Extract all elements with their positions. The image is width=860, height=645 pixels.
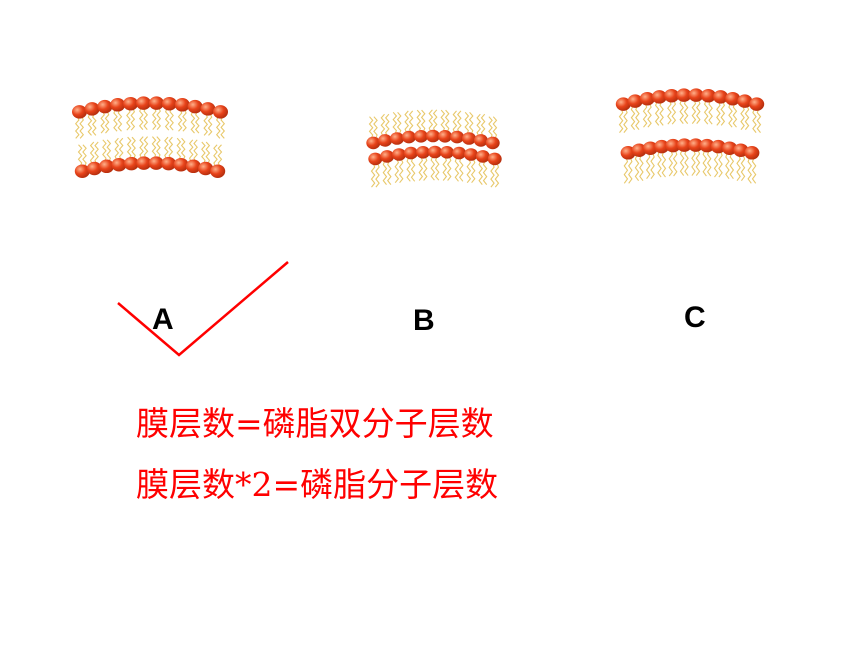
phospholipid-bilayer-a <box>72 96 228 178</box>
phospholipid-bilayer-c <box>615 88 765 184</box>
membrane-a-diagram <box>62 88 237 193</box>
option-label-b: B <box>413 304 435 337</box>
membrane-c-diagram <box>612 80 772 200</box>
option-label-a: A <box>152 303 174 336</box>
check-mark-icon <box>117 261 289 357</box>
formula-line-2: 膜层数*2=磷脂分子层数 <box>136 465 499 504</box>
option-label-c: C <box>684 301 706 334</box>
phospholipid-bilayer-b <box>366 109 502 188</box>
formula-line-1: 膜层数=磷脂双分子层数 <box>136 404 494 443</box>
membrane-b-diagram <box>355 108 515 198</box>
